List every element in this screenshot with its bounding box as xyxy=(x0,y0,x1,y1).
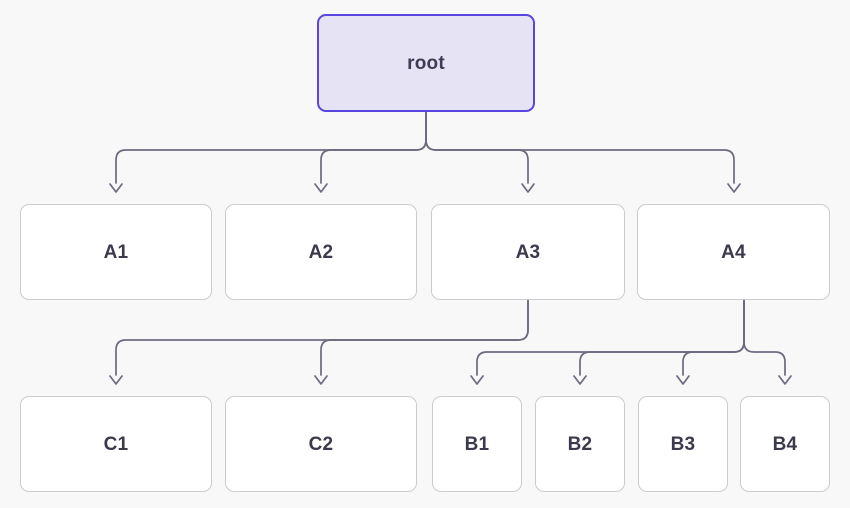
edge-a3-to-c1 xyxy=(115,299,529,376)
arrowhead-icon-a2 xyxy=(314,183,328,193)
node-c1[interactable]: C1 xyxy=(20,396,212,492)
node-a2[interactable]: A2 xyxy=(225,204,417,300)
node-label-b1: B1 xyxy=(464,433,490,455)
arrowhead-icon-c2 xyxy=(314,375,328,385)
edge-a4-to-b1 xyxy=(476,299,745,376)
arrowhead-icon-a1 xyxy=(109,183,123,193)
edge-a4-to-b2 xyxy=(579,299,745,376)
node-label-root: root xyxy=(407,52,445,74)
node-a3[interactable]: A3 xyxy=(431,204,625,300)
node-label-c2: C2 xyxy=(308,433,334,455)
node-label-a1: A1 xyxy=(103,241,129,263)
node-label-c1: C1 xyxy=(103,433,129,455)
node-c2[interactable]: C2 xyxy=(225,396,417,492)
edge-root-to-a2 xyxy=(320,111,427,184)
edge-root-to-a3 xyxy=(425,111,529,184)
edge-a4-to-b3 xyxy=(682,299,745,376)
node-root[interactable]: root xyxy=(317,14,535,112)
arrowhead-icon-b4 xyxy=(778,375,792,385)
node-label-b2: B2 xyxy=(567,433,593,455)
node-b4[interactable]: B4 xyxy=(740,396,830,492)
node-b3[interactable]: B3 xyxy=(638,396,728,492)
edge-root-to-a4 xyxy=(425,111,735,184)
node-label-a2: A2 xyxy=(308,241,334,263)
arrowhead-icon-a3 xyxy=(521,183,535,193)
node-label-a3: A3 xyxy=(515,241,541,263)
node-a1[interactable]: A1 xyxy=(20,204,212,300)
arrowhead-icon-c1 xyxy=(109,375,123,385)
arrowhead-icon-a4 xyxy=(727,183,741,193)
edge-a4-to-b4 xyxy=(743,299,786,376)
arrowhead-icon-b1 xyxy=(470,375,484,385)
node-label-b4: B4 xyxy=(772,433,798,455)
edge-root-to-a1 xyxy=(115,111,427,184)
node-b2[interactable]: B2 xyxy=(535,396,625,492)
arrowhead-icon-b2 xyxy=(573,375,587,385)
node-label-a4: A4 xyxy=(721,241,746,263)
node-a4[interactable]: A4 xyxy=(637,204,830,300)
node-b1[interactable]: B1 xyxy=(432,396,522,492)
arrowhead-icon-b3 xyxy=(676,375,690,385)
edge-a3-to-c2 xyxy=(320,299,529,376)
node-label-b3: B3 xyxy=(670,433,696,455)
